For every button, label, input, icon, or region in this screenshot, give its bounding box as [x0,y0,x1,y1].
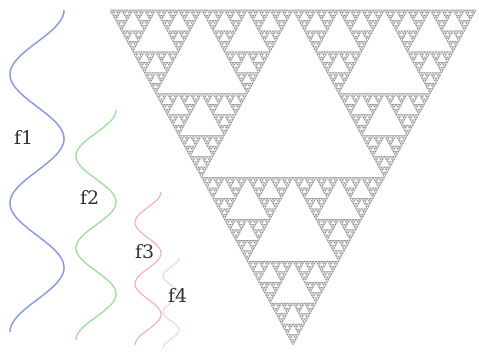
label-f4: f4 [168,285,187,307]
waves-group [10,10,179,348]
wave-f1 [10,10,64,332]
wave-f3 [135,192,161,345]
sierpinski-triangle [110,10,476,345]
sierpinski-mesh [110,10,476,345]
wave-f2 [76,110,116,340]
label-f3: f3 [135,241,154,263]
label-f2: f2 [80,187,99,209]
label-f1: f1 [14,127,33,149]
